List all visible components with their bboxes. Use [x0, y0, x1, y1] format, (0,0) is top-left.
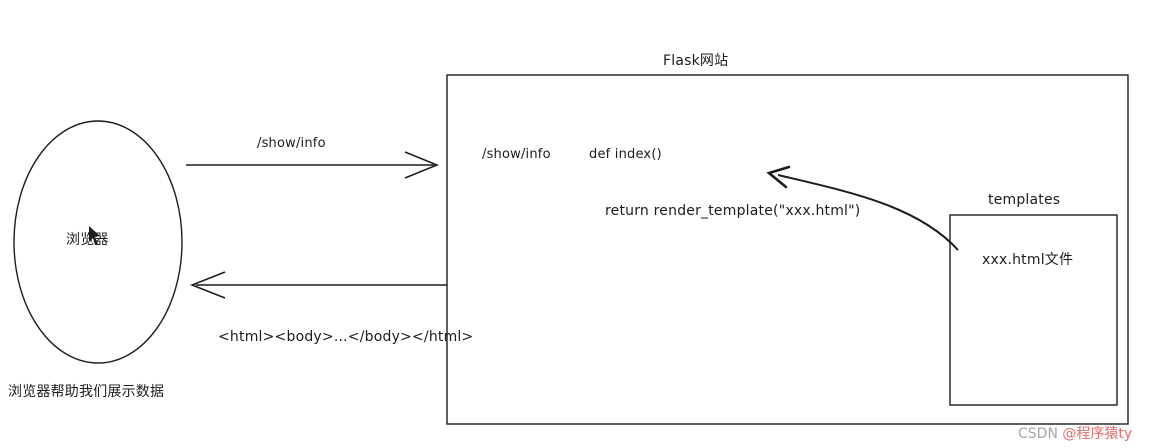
flask-route-text: /show/info [482, 147, 551, 162]
watermark-handle: @程序猿ty [1062, 426, 1133, 442]
flask-box-title: Flask网站 [663, 53, 729, 69]
response-arrow-label: <html><body>...</body></html> [218, 329, 474, 345]
template-return-arrow [766, 165, 959, 251]
cursor-icon [89, 226, 100, 245]
flask-return-statement: return render_template("xxx.html") [605, 203, 861, 219]
watermark-prefix: CSDN [1018, 426, 1063, 442]
request-arrow-label: /show/info [257, 136, 326, 151]
watermark: CSDN @程序猿ty [1018, 423, 1132, 443]
templates-box-title: templates [988, 192, 1061, 208]
browser-label: 浏览器 [66, 232, 109, 248]
flask-handler-text: def index() [589, 147, 662, 162]
templates-file-label: xxx.html文件 [982, 252, 1074, 268]
request-arrow [186, 151, 439, 179]
templates-box [949, 214, 1118, 406]
browser-caption: 浏览器帮助我们展示数据 [8, 384, 165, 400]
browser-ellipse [13, 120, 183, 364]
response-arrow [189, 271, 447, 299]
flask-box [446, 74, 1129, 425]
